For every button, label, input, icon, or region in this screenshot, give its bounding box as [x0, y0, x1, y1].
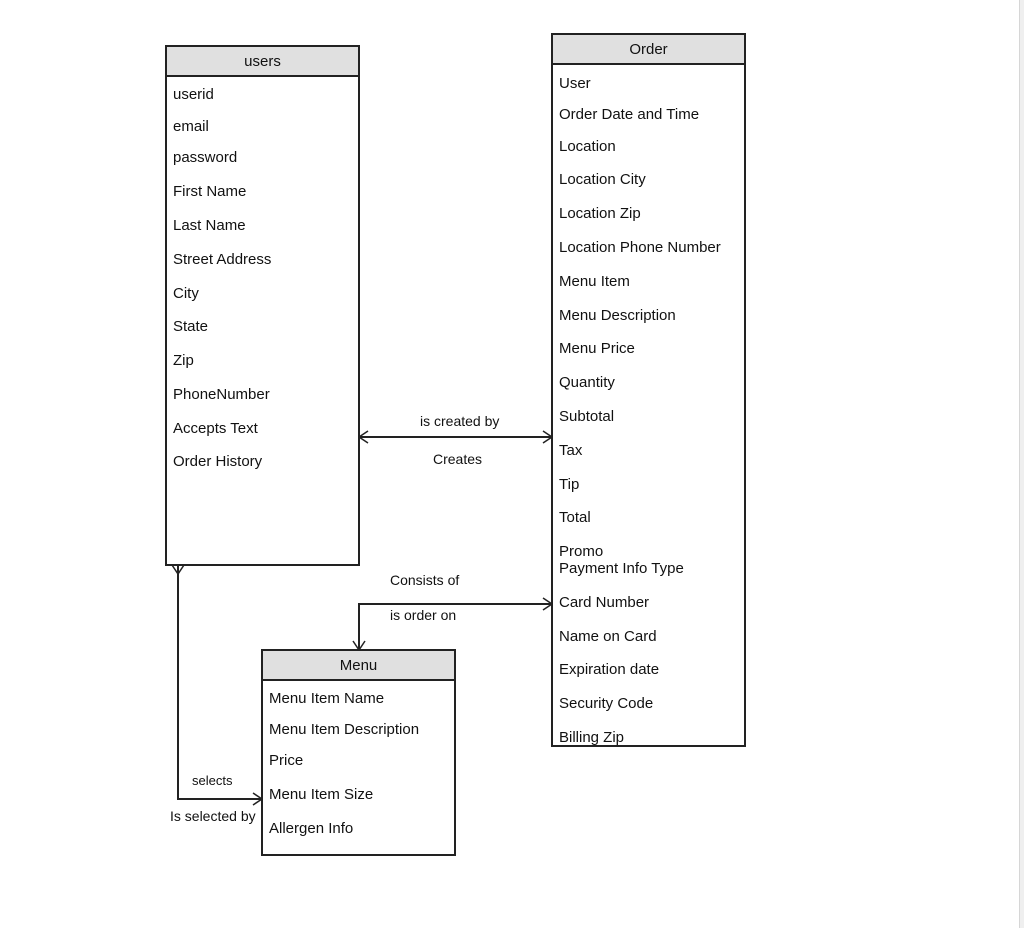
label-is-order-on: is order on [390, 607, 457, 623]
attribute-userid: userid [173, 86, 214, 103]
label-is-created-by: is created by [420, 413, 500, 429]
label-consists-of: Consists of [390, 572, 460, 588]
attribute-email: email [173, 118, 209, 135]
entity-menu: Menu Menu Item Name Menu Item Descriptio… [261, 649, 456, 856]
attribute-menu-item-name: Menu Item Name [269, 690, 385, 707]
attribute-location-city: Location City [559, 171, 646, 188]
attribute-state: State [173, 318, 209, 335]
attribute-promo: Promo [559, 543, 604, 560]
attribute-city: City [173, 285, 199, 302]
attribute-subtotal: Subtotal [559, 408, 615, 425]
label-creates: Creates [433, 451, 483, 467]
attribute-security-code: Security Code [559, 695, 654, 712]
attribute-card-number: Card Number [559, 594, 650, 611]
label-is-selected-by: Is selected by [170, 808, 256, 824]
attribute-password: password [173, 149, 238, 166]
attribute-payment-info-type: Payment Info Type [559, 560, 684, 577]
attribute-location-zip: Location Zip [559, 205, 641, 222]
attribute-total: Total [559, 509, 591, 526]
attribute-menu-item: Menu Item [559, 273, 630, 290]
attribute-street-address: Street Address [173, 251, 272, 268]
line-users-menu [177, 565, 262, 800]
attribute-expiration-date: Expiration date [559, 661, 660, 678]
entity-order-title: Order [553, 35, 744, 65]
label-selects: selects [192, 773, 233, 788]
attribute-user: User [559, 75, 591, 92]
entity-users-title: users [167, 47, 358, 77]
entity-menu-title: Menu [263, 651, 454, 681]
attribute-tip: Tip [559, 476, 580, 493]
page-edge [1019, 0, 1024, 928]
attribute-menu-description: Menu Description [559, 307, 676, 324]
attribute-menu-price: Menu Price [559, 340, 635, 357]
attribute-zip: Zip [173, 352, 194, 369]
attribute-location: Location [559, 138, 616, 155]
entity-users: users userid email password First Name L… [165, 45, 360, 566]
attribute-last-name: Last Name [173, 217, 246, 234]
attribute-order-history: Order History [173, 453, 263, 470]
attribute-location-phone: Location Phone Number [559, 239, 721, 256]
crowfoot-users-bottom [171, 564, 185, 576]
attribute-accepts-text: Accepts Text [173, 420, 258, 437]
attribute-tax: Tax [559, 442, 583, 459]
attribute-quantity: Quantity [559, 374, 615, 391]
attribute-first-name: First Name [173, 183, 247, 200]
attribute-phone-number: PhoneNumber [173, 386, 270, 403]
attribute-billing-zip: Billing Zip [559, 729, 625, 746]
attribute-order-date-time: Order Date and Time [559, 106, 700, 123]
attribute-allergen-info: Allergen Info [269, 820, 354, 837]
attribute-menu-item-description: Menu Item Description [269, 721, 420, 738]
attribute-menu-item-size: Menu Item Size [269, 786, 374, 803]
line-order-menu [358, 603, 552, 650]
attribute-price: Price [269, 752, 304, 769]
entity-order: Order User Order Date and Time Location … [551, 33, 746, 747]
attribute-name-on-card: Name on Card [559, 628, 657, 645]
